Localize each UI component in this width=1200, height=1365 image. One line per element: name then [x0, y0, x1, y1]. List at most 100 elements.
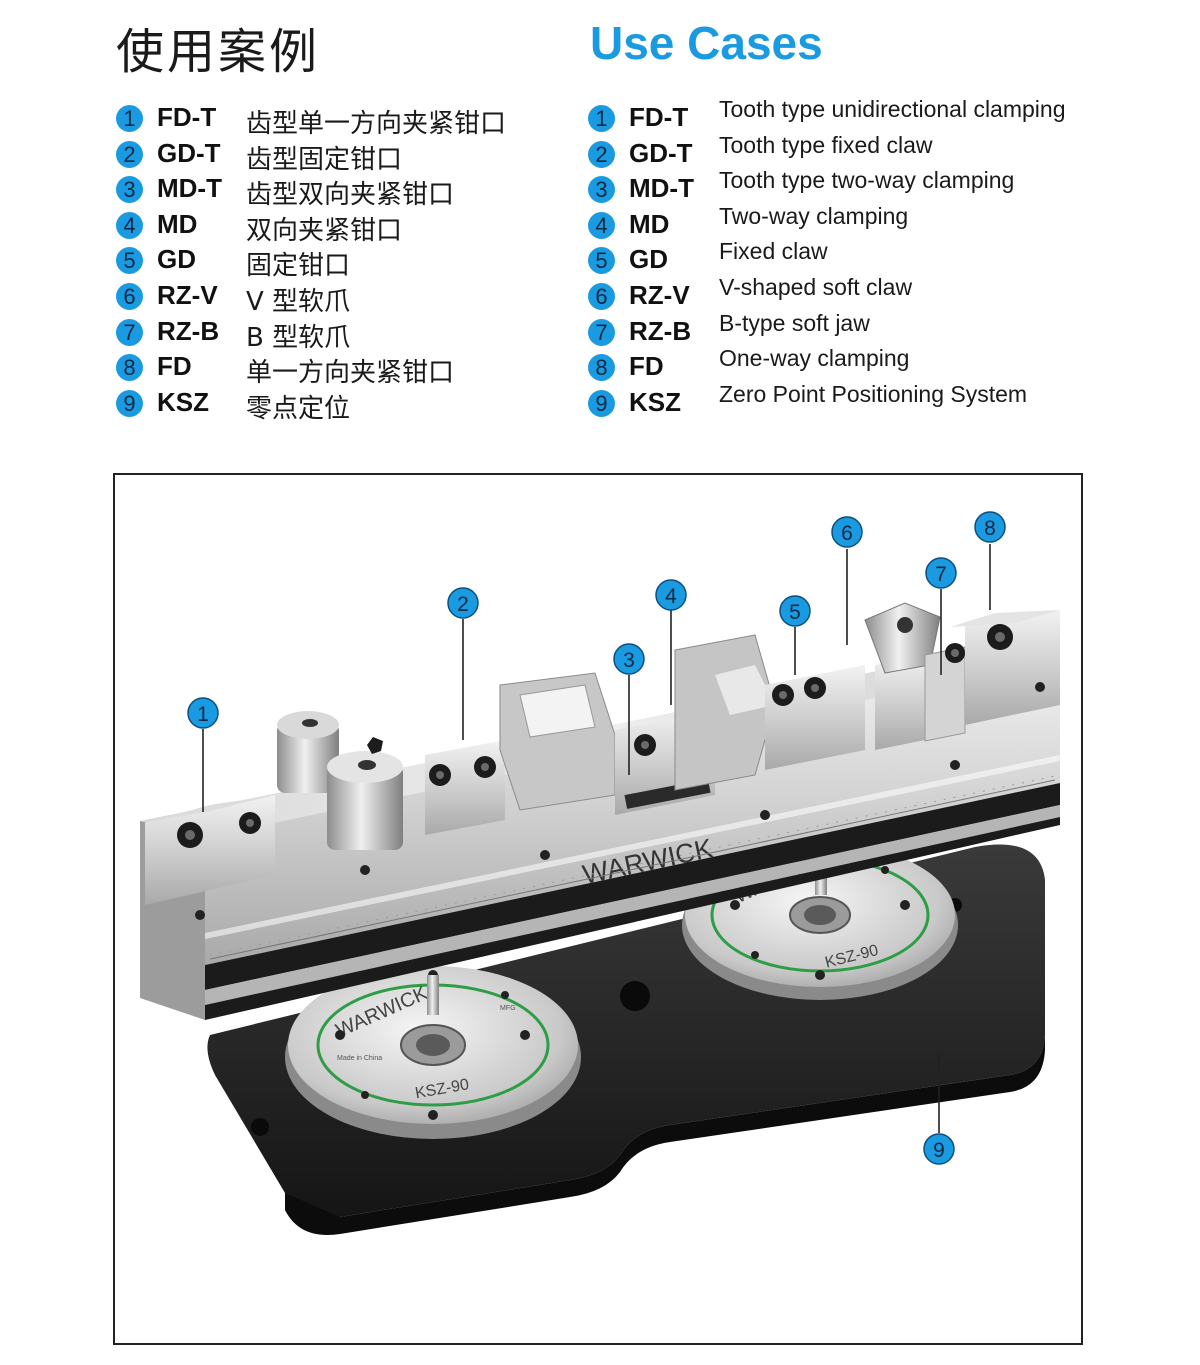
workpiece-box — [499, 672, 616, 811]
description-cn: 固定钳口 — [246, 251, 351, 282]
product-code: MD-T — [629, 173, 694, 204]
callout-number: 3 — [623, 649, 635, 672]
product-code: MD — [629, 208, 670, 239]
jaw-rz-v — [864, 602, 941, 750]
jaw-rz-b — [924, 643, 966, 742]
callout-number: 5 — [789, 601, 801, 624]
description-en: V-shaped soft claw — [719, 273, 913, 300]
description-cn: B 型软爪 — [246, 322, 351, 353]
zero-point-chuck-left: WARWICK KSZ-90 Made in China MFG — [285, 966, 581, 1139]
legend-item: 2 GD-T 齿型固定钳口 — [116, 137, 616, 175]
product-photo-frame: WARWICK KSZ-90 WARWICK KSZ-90 Made in Ch… — [113, 473, 1083, 1345]
description-cn: 齿型双向夹紧钳口 — [246, 180, 455, 211]
product-code: MD-T — [157, 173, 222, 204]
number-badge: 8 — [588, 354, 615, 382]
number-badge: 2 — [588, 140, 615, 168]
callout-number: 2 — [457, 593, 469, 616]
number-badge: 6 — [588, 282, 615, 310]
number-badge: 8 — [116, 354, 143, 382]
description-en: Two-way clamping — [719, 202, 909, 229]
callout-marker-2: 2 — [447, 587, 479, 619]
page-title-cn: 使用案例 — [116, 24, 321, 80]
product-code: KSZ — [157, 386, 209, 417]
callout-marker-3: 3 — [613, 643, 645, 675]
product-code: GD-T — [629, 137, 693, 168]
product-code: RZ-V — [157, 279, 218, 310]
number-badge: 1 — [588, 105, 615, 132]
legend-item: 5 GD Fixed claw — [588, 238, 1088, 280]
jaw-fd — [950, 610, 1060, 725]
description-cn: 零点定位 — [246, 393, 351, 424]
made-in-engraving: Made in China — [337, 1055, 382, 1062]
legend-item: 3 MD-T 齿型双向夹紧钳口 — [116, 173, 616, 211]
legend-item: 2 GD-T Tooth type fixed claw — [588, 132, 1088, 174]
callout-number: 6 — [841, 522, 853, 545]
callout-marker-9: 9 — [923, 1133, 955, 1165]
workpiece-cylinder — [277, 711, 403, 850]
number-badge: 7 — [588, 318, 615, 346]
legend-item: 8 FD One-way clamping — [588, 345, 1088, 387]
product-code: GD-T — [157, 137, 221, 168]
callout-marker-1: 1 — [187, 697, 219, 729]
legend-item: 9 KSZ 零点定位 — [116, 386, 616, 424]
product-code: GD — [629, 244, 668, 275]
number-badge: 3 — [588, 176, 615, 204]
legend-item: 9 KSZ Zero Point Positioning System — [588, 381, 1088, 423]
number-badge: 1 — [116, 105, 143, 132]
ruler-scale — [209, 775, 1056, 960]
description-en: Tooth type fixed claw — [719, 131, 933, 158]
number-badge: 9 — [588, 389, 615, 417]
jaw-gd-t — [425, 740, 505, 835]
callout-marker-4: 4 — [655, 579, 687, 611]
legend-item: 7 RZ-B B 型软爪 — [116, 315, 616, 353]
description-en: B-type soft jaw — [719, 309, 870, 336]
number-badge: 3 — [116, 176, 143, 204]
description-cn: 双向夹紧钳口 — [246, 215, 403, 246]
number-badge: 6 — [116, 282, 143, 310]
callout-marker-8: 8 — [974, 511, 1006, 543]
callout-marker-5: 5 — [779, 595, 811, 627]
vise-assembly-illustration: WARWICK KSZ-90 WARWICK KSZ-90 Made in Ch… — [140, 511, 1060, 1235]
product-code: RZ-V — [629, 279, 690, 310]
jaw-md — [674, 634, 776, 791]
description-en: One-way clamping — [719, 345, 910, 372]
number-badge: 5 — [588, 247, 615, 275]
description-en: Fixed claw — [719, 238, 828, 265]
callout-number: 8 — [984, 517, 996, 540]
legend-item: 7 RZ-B B-type soft jaw — [588, 310, 1088, 352]
description-cn: 单一方向夹紧钳口 — [246, 358, 455, 389]
product-code: FD-T — [629, 102, 689, 132]
product-code: FD-T — [157, 102, 217, 132]
product-code: KSZ — [629, 386, 681, 417]
callout-number: 9 — [933, 1139, 945, 1162]
legend-item: 6 RZ-V V 型软爪 — [116, 279, 616, 317]
description-cn: 齿型固定钳口 — [246, 144, 403, 175]
product-code: RZ-B — [157, 315, 220, 346]
legend-item: 5 GD 固定钳口 — [116, 244, 616, 282]
number-badge: 7 — [116, 318, 143, 346]
number-badge: 2 — [116, 140, 143, 168]
callout-marker-6: 6 — [831, 516, 863, 548]
callout-lines — [202, 544, 991, 1133]
jaw-gd — [765, 665, 865, 770]
description-cn: V 型软爪 — [246, 286, 351, 317]
callout-number: 7 — [935, 563, 947, 586]
legend-item: 6 RZ-V V-shaped soft claw — [588, 274, 1088, 316]
product-code: FD — [629, 351, 664, 382]
pull-stud — [427, 975, 439, 1015]
mfg-engraving: MFG — [500, 1005, 516, 1012]
number-badge: 4 — [116, 211, 143, 239]
description-en: Tooth type two-way clamping — [719, 167, 1015, 194]
legend-item: 3 MD-T Tooth type two-way clamping — [588, 167, 1088, 209]
product-code: GD — [157, 244, 196, 275]
product-code: RZ-B — [629, 315, 692, 346]
product-code: MD — [157, 208, 198, 239]
description-en: Zero Point Positioning System — [719, 380, 1028, 407]
number-badge: 5 — [116, 247, 143, 275]
callout-number: 4 — [665, 585, 677, 608]
